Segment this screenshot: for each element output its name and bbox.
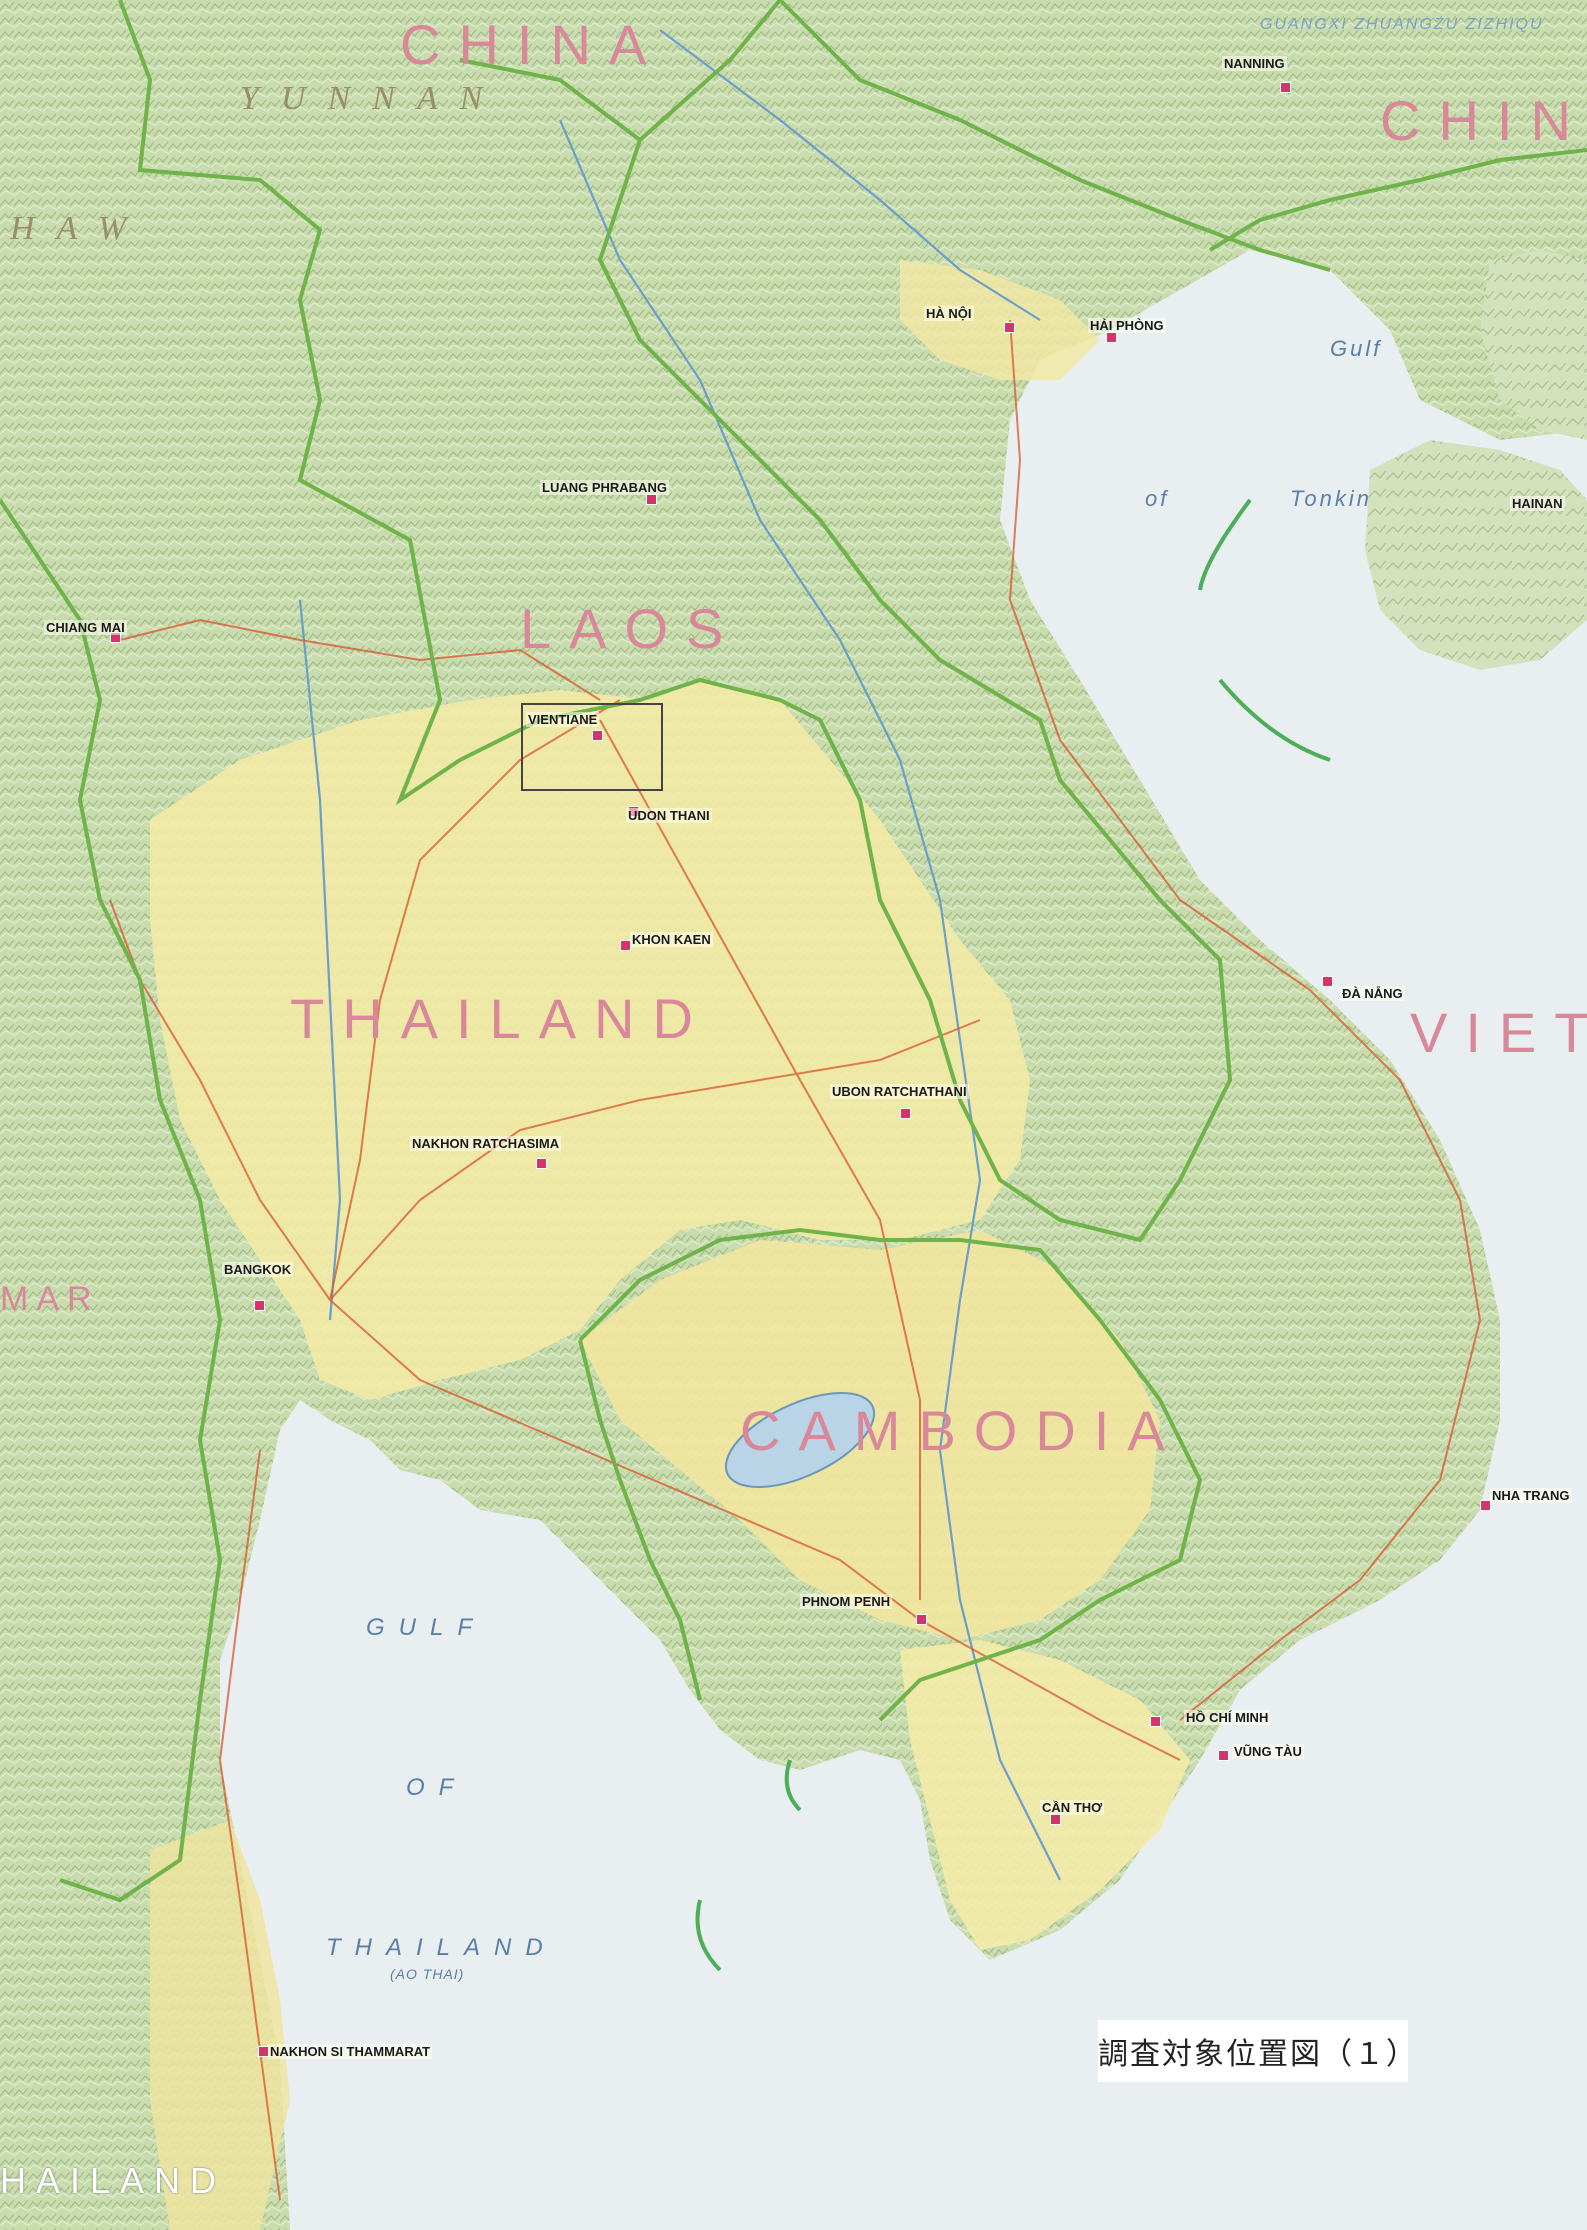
city-marker-haiphong <box>1106 332 1117 343</box>
label-gulf-thailand-2: OF <box>406 1774 468 1801</box>
city-marker-vung-tau <box>1218 1750 1229 1761</box>
label-cambodia: CAMBODIA <box>740 1399 1183 1462</box>
city-hanoi[interactable]: HÀ NỘI <box>924 306 974 321</box>
mekong-delta <box>900 1640 1190 1950</box>
city-marker-ubon <box>900 1108 911 1119</box>
country-borders <box>0 0 1587 1903</box>
survey-target-box <box>521 703 663 791</box>
city-phnom-penh[interactable]: PHNOM PENH <box>800 1594 893 1609</box>
label-yunnan: YUNNAN <box>240 80 505 117</box>
label-china-top: CHINA <box>400 13 665 76</box>
city-marker-luang-prabang <box>646 494 657 505</box>
label-vietnam: VIET <box>1410 1001 1587 1064</box>
city-danang[interactable]: ĐÀ NẴNG <box>1340 986 1405 1001</box>
road-network <box>109 319 1482 2201</box>
city-luang-prabang[interactable]: LUANG PHRABANG <box>540 480 669 495</box>
city-marker-vientiane <box>592 730 603 741</box>
red-river-delta <box>900 260 1100 380</box>
label-myanmar: MAR <box>0 1280 100 1318</box>
maritime-boundaries <box>695 498 1331 1972</box>
city-nanning[interactable]: NANNING <box>1222 56 1287 71</box>
rivers <box>298 29 1061 1881</box>
city-ho-chi-minh[interactable]: HỒ CHÍ MINH <box>1184 1710 1271 1725</box>
city-vientiane[interactable]: VIENTIANE <box>526 712 600 727</box>
tonle-sap-lake <box>724 1392 876 1488</box>
cambodia-lowland <box>580 1230 1160 1640</box>
label-thailand: THAILAND <box>290 987 711 1050</box>
city-marker-can-tho <box>1050 1814 1061 1825</box>
label-thailand-bottom: HAILAND <box>0 2160 227 2201</box>
city-marker-hanoi <box>1004 322 1015 333</box>
city-nha-trang[interactable]: NHA TRANG <box>1490 1488 1572 1503</box>
city-marker-nanning <box>1280 82 1291 93</box>
city-haiphong[interactable]: HẢI PHÒNG <box>1088 318 1166 333</box>
label-gulf-tonkin-3: Tonkin <box>1290 486 1373 511</box>
city-chiang-mai[interactable]: CHIANG MAI <box>44 620 127 635</box>
label-laos: LAOS <box>520 597 742 660</box>
label-gulf-thailand-1: GULF <box>366 1614 487 1641</box>
city-bangkok[interactable]: BANGKOK <box>222 1262 294 1277</box>
city-marker-bangkok <box>254 1300 265 1311</box>
map-caption: 調査対象位置図（１） <box>1098 2037 1418 2072</box>
city-marker-phnom-penh <box>916 1614 927 1625</box>
city-nakhon-si-thammarat[interactable]: NAKHON SI THAMMARAT <box>268 2044 433 2059</box>
label-gulf-thailand-3: THAILAND <box>326 1934 557 1961</box>
city-marker-nakhon-ratchasima <box>536 1158 547 1169</box>
label-shan: HAW <box>10 210 149 247</box>
label-china-right: CHIN <box>1380 89 1587 152</box>
city-marker-ho-chi-minh <box>1150 1716 1161 1727</box>
label-gulf-tonkin-2: of <box>1145 486 1170 511</box>
city-can-tho[interactable]: CẦN THƠ <box>1040 1800 1105 1815</box>
city-marker-nha-trang <box>1480 1500 1491 1511</box>
label-hainan: HAINAN <box>1510 496 1565 511</box>
city-marker-danang <box>1322 976 1333 987</box>
leizhou-peninsula <box>1480 250 1587 440</box>
map-caption-box: 調査対象位置図（１） <box>1098 2020 1418 2082</box>
label-gulf-thailand-sub: (AO THAI) <box>390 1966 465 1982</box>
city-khon-kaen[interactable]: KHON KAEN <box>630 932 713 947</box>
label-gulf-tonkin-1: Gulf <box>1330 336 1383 361</box>
thailand-lowland <box>150 680 1030 1400</box>
city-ubon[interactable]: UBON RATCHATHANI <box>830 1084 969 1099</box>
city-udon-thani[interactable]: UDON THANI <box>626 808 712 823</box>
peninsula-lowland <box>150 1820 290 2230</box>
city-nakhon-ratchasima[interactable]: NAKHON RATCHASIMA <box>410 1136 562 1151</box>
city-vung-tau[interactable]: VŨNG TÀU <box>1232 1744 1304 1759</box>
label-guangxi: GUANGXI ZHUANGZU ZIZHIQU <box>1260 16 1544 33</box>
